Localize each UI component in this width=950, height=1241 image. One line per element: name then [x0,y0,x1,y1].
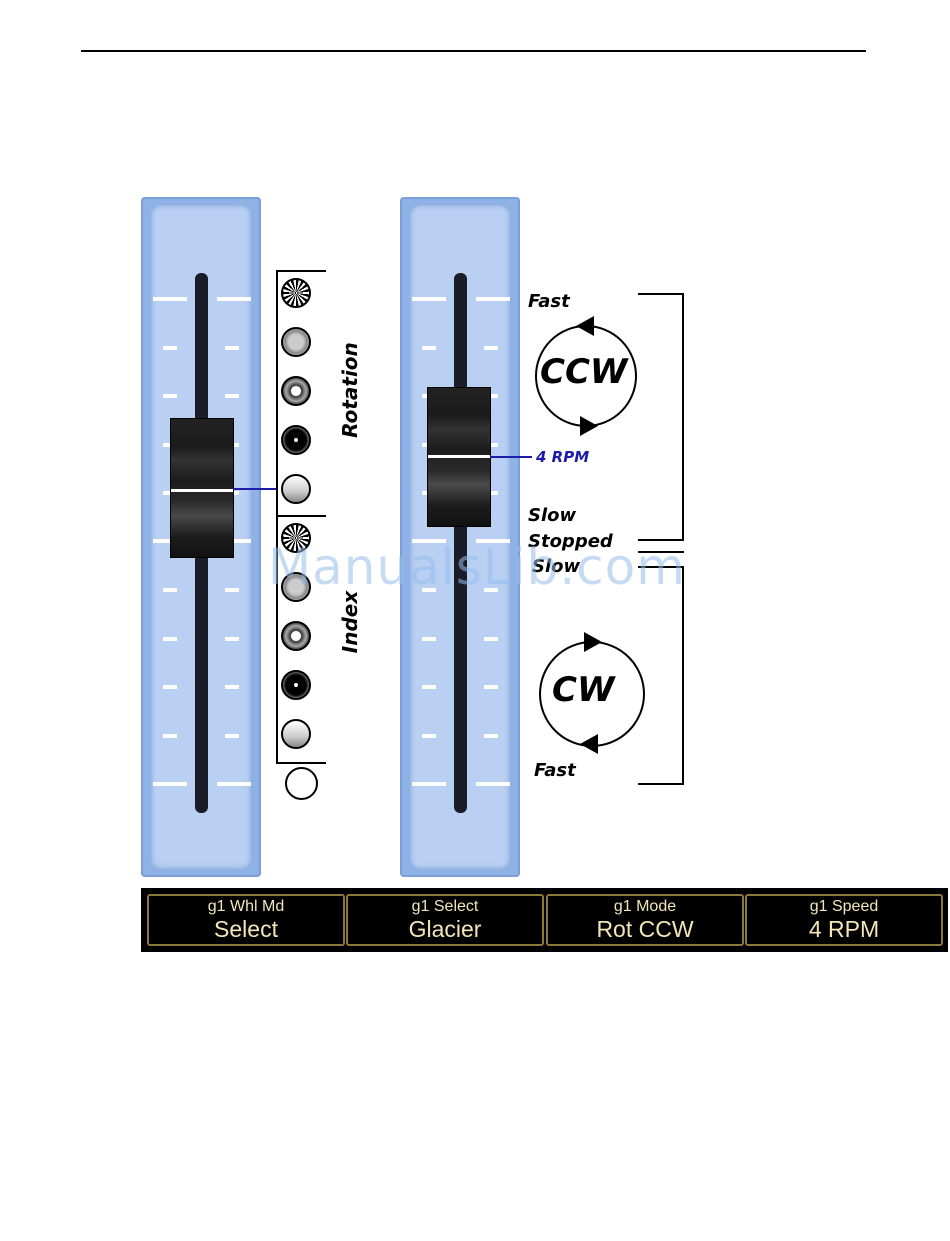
cw-label: CW [552,670,614,710]
fader-tick [225,734,239,738]
speed-pointer [490,456,532,458]
gobo-texture-icon[interactable] [281,327,311,357]
wheel-divider [276,515,326,517]
slow-ccw-label: Slow [528,505,576,526]
wheel-select-fader[interactable] [141,197,261,877]
fader-tick [163,637,177,641]
fader-tick [163,734,177,738]
gobo-star-icon[interactable] [281,425,311,455]
fader-tick [225,346,239,350]
gobo-glacier-index-icon[interactable] [281,719,311,749]
softkey-value: Rot CCW [548,916,742,942]
fader-tick [225,588,239,592]
fader-tick [163,588,177,592]
fader-tick [225,637,239,641]
fader-tick [225,394,239,398]
fader-tick [422,346,436,350]
fader-knob-indicator [171,489,233,492]
gobo-ripple-icon[interactable] [281,376,311,406]
fader-tick [422,734,436,738]
softkey-title: g1 Mode [548,898,742,916]
fader-tick [217,297,251,301]
watermark: ManualsLib.com [268,538,686,596]
softkey-value: Glacier [348,916,542,942]
softkey-gobo-select[interactable]: g1 Select Glacier [346,894,544,946]
fader-tick [163,394,177,398]
fader-knob-indicator [428,455,490,458]
current-speed-label: 4 RPM [536,448,589,466]
open-white-icon[interactable] [285,767,318,800]
softkey-title: g1 Speed [747,898,941,916]
fader-knob[interactable] [427,387,491,527]
gobo-star-index-icon[interactable] [281,670,311,700]
fader-tick [476,297,510,301]
fader-tick [422,637,436,641]
fader-tick [163,346,177,350]
selection-pointer [233,488,277,490]
ccw-label: CCW [540,352,627,392]
fader-tick [163,685,177,689]
fader-tick [484,346,498,350]
fader-tick [476,782,510,786]
header-rule [81,50,866,52]
softkey-value: 4 RPM [747,916,941,942]
fader-tick [225,685,239,689]
fader-tick [484,734,498,738]
fast-ccw-label: Fast [528,291,570,312]
gobo-swirl-icon[interactable] [281,278,311,308]
fader-tick [153,782,187,786]
gobo-glacier-icon[interactable] [281,474,311,504]
rotation-label: Rotation [338,340,362,440]
fader-tick [217,782,251,786]
fader-knob[interactable] [170,418,234,558]
fader-tick [153,297,187,301]
fader-tick [484,637,498,641]
gobo-ripple-index-icon[interactable] [281,621,311,651]
fader-tick [422,685,436,689]
softkey-display: g1 Whl Md Select g1 Select Glacier g1 Mo… [141,888,948,952]
softkey-wheel-mode[interactable]: g1 Whl Md Select [147,894,345,946]
softkey-title: g1 Whl Md [149,898,343,916]
softkey-speed[interactable]: g1 Speed 4 RPM [745,894,943,946]
fader-tick [412,297,446,301]
wheel-speed-fader[interactable] [400,197,520,877]
softkey-title: g1 Select [348,898,542,916]
fader-tick [412,782,446,786]
fast-cw-label: Fast [534,760,576,781]
fader-tick [484,685,498,689]
softkey-mode[interactable]: g1 Mode Rot CCW [546,894,744,946]
softkey-value: Select [149,916,343,942]
